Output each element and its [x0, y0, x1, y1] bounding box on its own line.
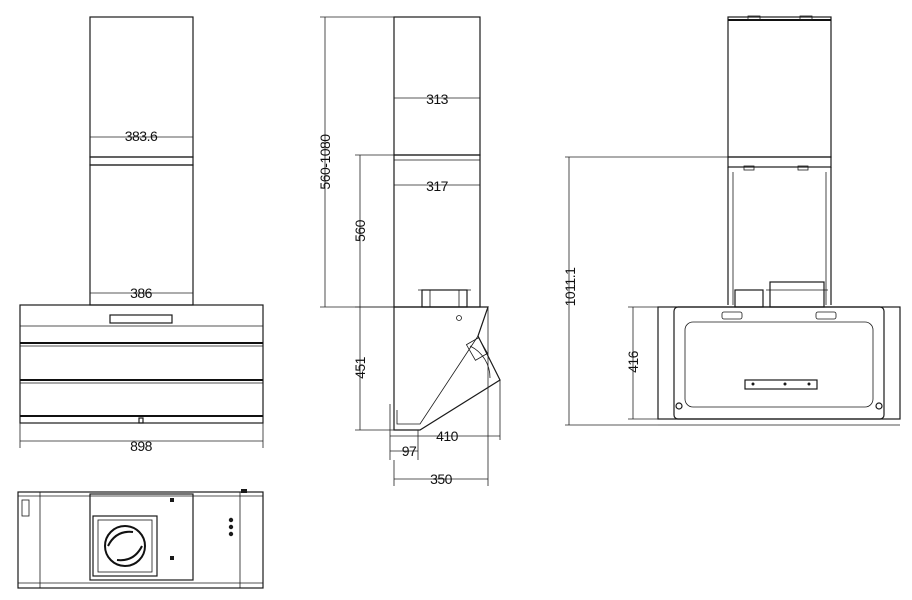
dim-side-front-offset: 97 [402, 443, 417, 459]
side-swing-arc [469, 345, 491, 379]
back-upper-duct [727, 16, 832, 158]
back-hood-body [657, 306, 901, 420]
dim-front-duct-bottom-width: 386 [130, 285, 153, 301]
dim-side-duct-range: 560-1080 [317, 134, 333, 190]
dim-back-body-height: 416 [625, 350, 641, 373]
dim-front-duct-top-width: 383.6 [125, 128, 158, 144]
dim-side-lower-duct-height: 560 [352, 219, 368, 242]
front-lower-duct [89, 164, 194, 306]
dim-side-lower-duct-width: 317 [426, 178, 449, 194]
front-control-panel [109, 314, 173, 324]
bottom-inner-panel [89, 493, 194, 581]
dim-side-body-height: 451 [352, 356, 368, 379]
bottom-fan-housing [92, 515, 158, 577]
dim-side-depth: 410 [436, 428, 459, 444]
side-upper-duct [393, 16, 481, 156]
dim-side-upper-duct-width: 313 [426, 91, 449, 107]
side-view: 313 317 560-1080 560 451 410 [317, 16, 501, 487]
bottom-fan-icon [104, 525, 146, 567]
front-duct-joint [89, 156, 194, 166]
dim-side-base-depth: 350 [430, 471, 453, 487]
back-handle [744, 379, 818, 390]
bottom-outline [17, 491, 264, 589]
dim-back-total-height: 1011.1 [562, 267, 578, 306]
back-motor-outlet [769, 281, 825, 308]
bottom-view [17, 489, 264, 589]
back-control-box [734, 289, 764, 308]
back-view: 1011.1 416 [562, 15, 901, 426]
dim-front-total-width: 898 [130, 438, 153, 454]
side-hood-body [393, 306, 501, 431]
back-inner-panel [673, 306, 885, 420]
front-view: 383.6 386 898 [19, 16, 264, 454]
front-indicator [138, 417, 144, 424]
side-motor-outlet [421, 289, 468, 308]
back-duct-joint [727, 156, 832, 168]
